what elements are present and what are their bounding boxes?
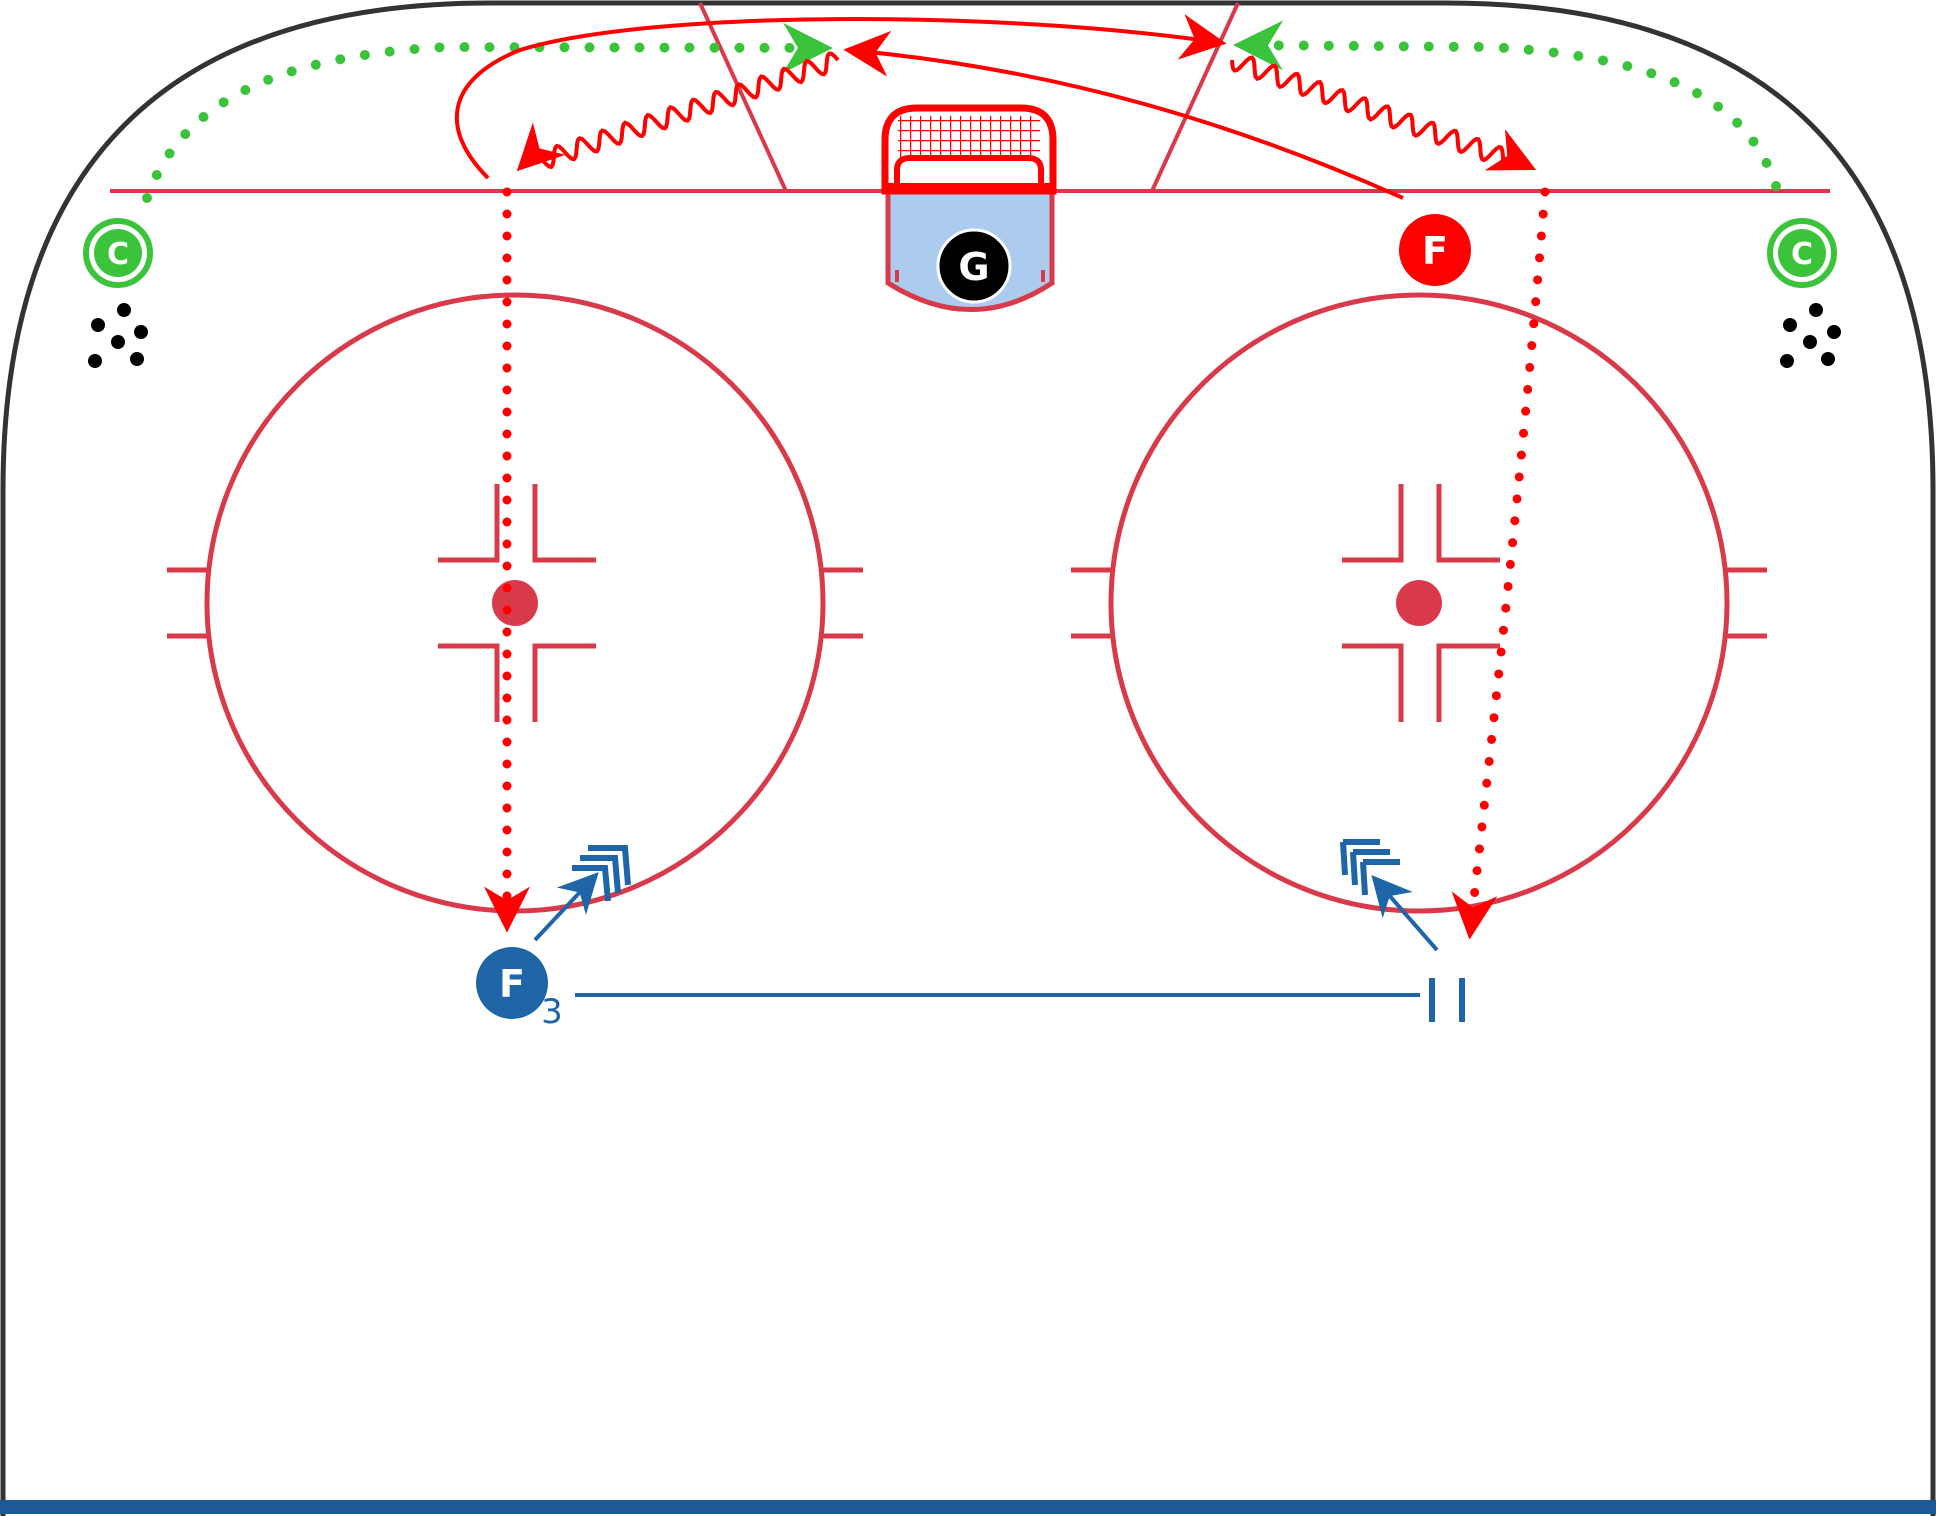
- red-pass-right: [1451, 187, 1550, 940]
- red-skate-to-slot: [843, 30, 1404, 200]
- coach-label: C: [107, 237, 129, 272]
- faceoff-dot-left: [492, 580, 538, 626]
- red-puck-carry-right: [1230, 55, 1537, 171]
- blue-forward: F 3: [476, 947, 563, 1032]
- blue-shot-left: [533, 845, 631, 942]
- trapezoid-line-right: [1150, 2, 1240, 192]
- circled-c-icon: C: [1767, 218, 1837, 288]
- coach-left: C: [83, 218, 153, 368]
- blue-line: [0, 1500, 1936, 1514]
- blue-forward-label: F: [499, 962, 525, 1006]
- blue-forward-number: 3: [541, 992, 563, 1032]
- trapezoid-line-left: [698, 2, 788, 192]
- puck-cluster-icon: [88, 303, 148, 368]
- faceoff-circle-right: [1071, 292, 1767, 914]
- goalie: G: [936, 228, 1012, 304]
- coach-pass-right: [1233, 20, 1781, 191]
- red-forward: F: [1399, 214, 1471, 286]
- coach-right: C: [1767, 218, 1841, 368]
- blue-shot-right: [1340, 839, 1439, 952]
- coach-pass-left: [142, 22, 833, 203]
- coach-label: C: [1791, 237, 1813, 272]
- goalie-label: G: [958, 245, 989, 289]
- hockey-net-icon: [881, 104, 1057, 195]
- red-forward-label: F: [1422, 229, 1448, 273]
- faceoff-dot-right: [1396, 580, 1442, 626]
- circled-c-icon: C: [83, 218, 153, 288]
- red-skate-loop: [454, 14, 1227, 180]
- red-puck-carry-left: [516, 51, 840, 172]
- puck-cluster-icon: [1780, 303, 1841, 368]
- stop-icon: [1429, 978, 1465, 1022]
